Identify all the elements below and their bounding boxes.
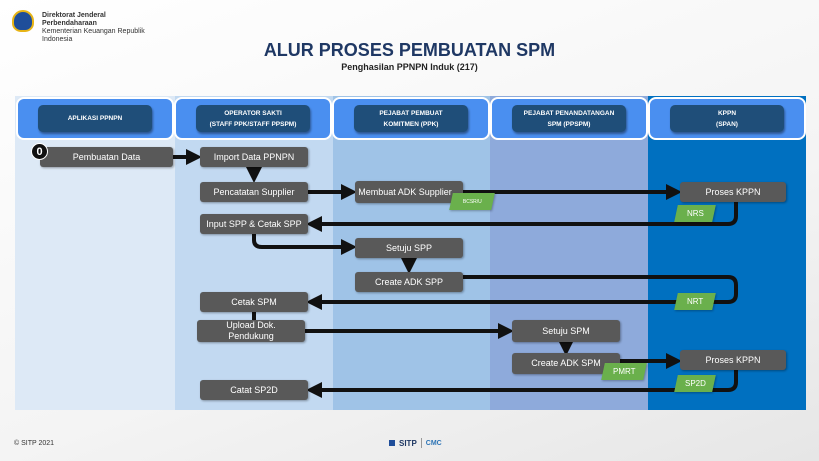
lane-header-label: PEJABAT PENANDATANGAN SPM (PPSPM) — [512, 105, 626, 132]
step-membuat-adk-supplier: Membuat ADK Supplier — [355, 181, 463, 203]
page-title: ALUR PROSES PEMBUATAN SPM — [263, 40, 556, 60]
step-setuju-spp: Setuju SPP — [355, 238, 463, 258]
lane-header-ppspm: PEJABAT PENANDATANGAN SPM (PPSPM) — [490, 97, 648, 140]
org-name: Direktorat Jenderal Perbendaharaan Kemen… — [42, 12, 145, 44]
step-upload-dok: Upload Dok. Pendukung — [197, 320, 305, 342]
step-proses-kppn-2: Proses KPPN — [680, 350, 786, 370]
arrow — [306, 275, 738, 310]
lane-header-operator: OPERATOR SAKTI (STAFF PPK/STAFF PPSPM) — [174, 97, 332, 140]
tag-label: PMRT — [612, 367, 636, 376]
lane-header-label: OPERATOR SAKTI (STAFF PPK/STAFF PPSPM) — [196, 105, 310, 132]
step-proses-kppn-1: Proses KPPN — [680, 182, 786, 202]
tag-bcsr: BCSR/U — [449, 193, 495, 210]
copyright: © SITP 2021 — [14, 440, 55, 447]
arrow — [252, 234, 357, 255]
tag-label: NRS — [686, 209, 704, 218]
lane-header-kppn: KPPN (SPAN) — [648, 97, 806, 140]
page-subtitle: Penghasilan PPNPN Induk (217) — [341, 62, 478, 72]
step-setuju-spm: Setuju SPM — [512, 320, 620, 342]
tag-nrs: NRS — [674, 205, 716, 222]
lane-header-ppk: PEJABAT PEMBUAT KOMITMEN (PPK) — [332, 97, 490, 140]
step-create-adk-spp: Create ADK SPP — [355, 272, 463, 292]
tag-label: SP2D — [684, 379, 706, 388]
lane-header-label: KPPN (SPAN) — [670, 105, 784, 132]
org-line-3: Kementerian Keuangan Republik — [42, 28, 145, 35]
logo-divider — [420, 438, 422, 448]
start-marker: 0 — [31, 143, 48, 160]
step-input-spp: Input SPP & Cetak SPP — [200, 214, 308, 234]
kemenkeu-logo — [12, 10, 34, 32]
step-catat-sp2d: Catat SP2D — [200, 380, 308, 400]
org-line-4: Indonesia — [42, 36, 73, 43]
step-pencatatan-supplier: Pencatatan Supplier — [200, 182, 308, 202]
footer-logos: SITP CMC — [389, 438, 442, 448]
sitp-logo: SITP — [399, 438, 417, 448]
arrow — [306, 202, 738, 232]
lane-header-label: APLIKASI PPNPN — [38, 105, 152, 132]
tag-sp2d: SP2D — [674, 375, 716, 392]
tag-label: NRT — [686, 297, 704, 306]
cmc-logo: CMC — [425, 439, 442, 447]
tag-label: BCSR/U — [462, 198, 482, 205]
org-line-2: Perbendaharaan — [42, 20, 97, 27]
lane-header-label: PEJABAT PEMBUAT KOMITMEN (PPK) — [354, 105, 468, 132]
arrow — [306, 370, 738, 398]
tag-pmrt: PMRT — [601, 363, 647, 380]
step-import-data: Import Data PPNPN — [200, 147, 308, 167]
tag-nrt: NRT — [674, 293, 716, 310]
lane-header-aplikasi: APLIKASI PPNPN — [16, 97, 174, 140]
org-line-1: Direktorat Jenderal — [42, 12, 106, 19]
step-create-adk-spm: Create ADK SPM — [512, 353, 620, 374]
step-pembuatan-data: Pembuatan Data — [40, 147, 173, 167]
step-cetak-spm: Cetak SPM — [200, 292, 308, 312]
sitp-logo-icon — [389, 440, 395, 446]
